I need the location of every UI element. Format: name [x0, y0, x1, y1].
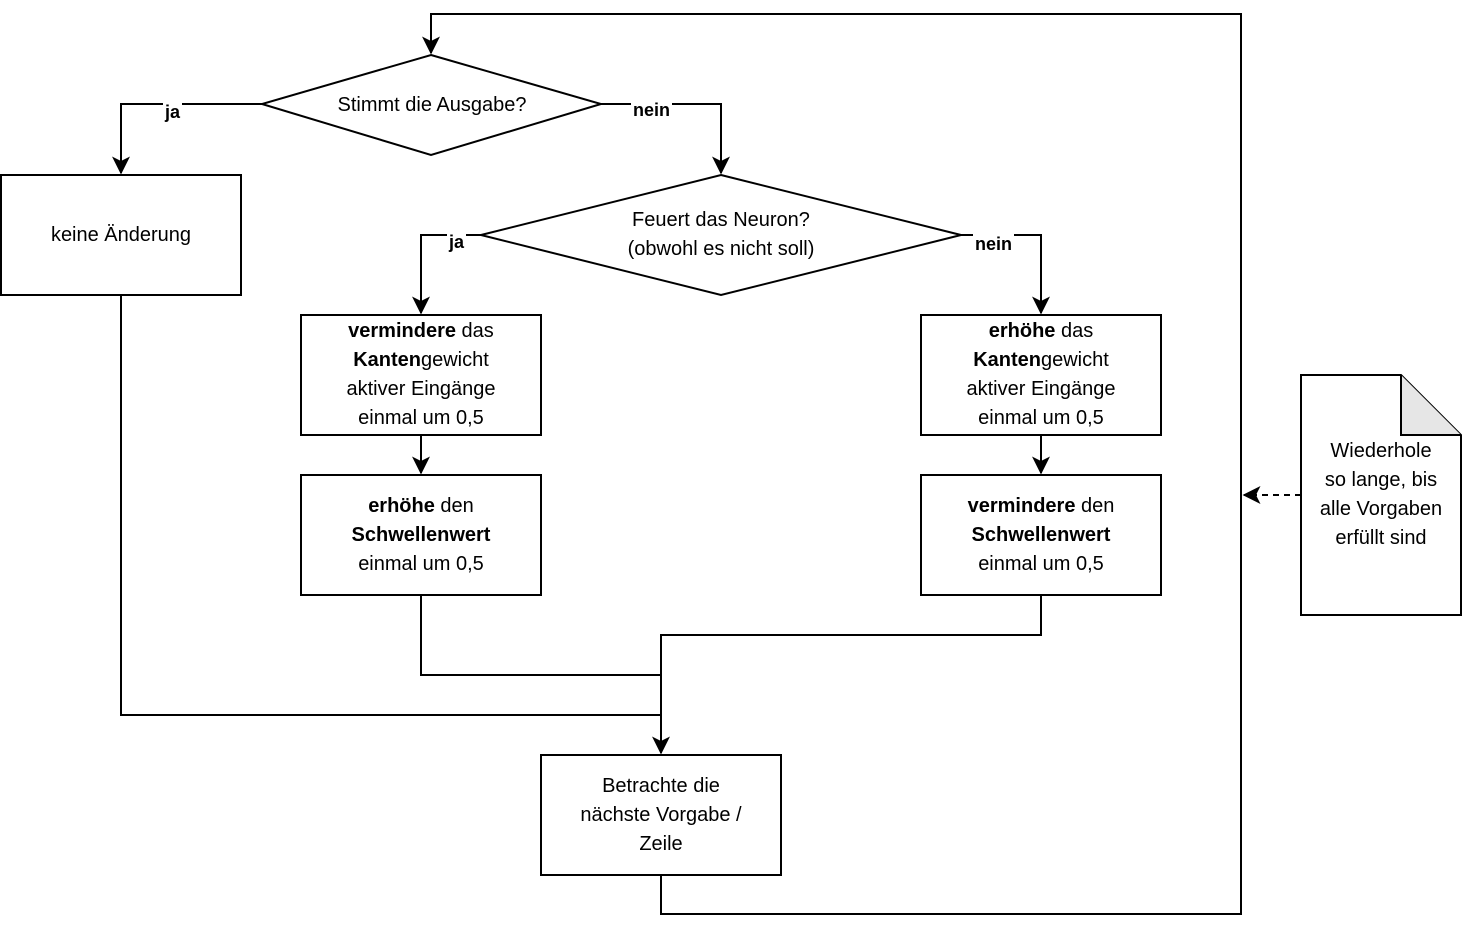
edge-loop-back	[422, 13, 1242, 915]
text-line: so lange, bis	[1324, 469, 1438, 491]
text-line: einmal um 0,5	[358, 552, 484, 575]
decrease-weight-shape	[300, 314, 542, 436]
increase-threshold-shape	[300, 474, 542, 596]
text-line: alle Vorgaben	[1319, 498, 1443, 520]
no-change-label: keine Änderung	[1, 175, 241, 295]
edge-nochange-merge	[120, 295, 661, 716]
edge-label-fire-no: nein	[973, 234, 1015, 254]
edge-output-yes	[112, 103, 262, 175]
node-text: Betrachte die nächste Vorgabe / Zeile	[580, 772, 741, 859]
repeat-note-label: Wiederhole so lange, bis alle Vorgaben erfü…	[1301, 375, 1461, 615]
next-row-label: Betrachte die nächste Vorgabe / Zeile	[541, 755, 781, 875]
edge-label-output-no: nein	[631, 100, 673, 120]
text-line: Feuert das Neuron?	[632, 209, 810, 231]
text-line: einmal um 0,5	[358, 407, 484, 429]
node-text: Feuert das Neuron? (obwohl es nicht soll)	[628, 206, 815, 264]
next-row-shape	[540, 754, 782, 876]
text-line: erfüllt sind	[1335, 527, 1427, 549]
decision-output-shape	[258, 53, 605, 157]
text-line: nächste Vorgabe /	[580, 803, 742, 826]
text-line: vermindere das	[348, 320, 494, 342]
text-line: Kantengewicht	[353, 349, 489, 371]
text-line: Zeile	[639, 832, 683, 855]
increase-weight-shape	[920, 314, 1162, 436]
text-line: erhöhe den	[368, 494, 474, 517]
text-line: keine Änderung	[50, 223, 192, 246]
text-line: vermindere den	[967, 494, 1115, 517]
decision-output-label: Stimmt die Ausgabe?	[262, 55, 602, 155]
text-line: (obwohl es nicht soll)	[627, 238, 815, 260]
node-text: Wiederhole so lange, bis alle Vorgaben erfü…	[1320, 437, 1442, 553]
text-line: Betrachte die	[602, 774, 720, 797]
node-text: keine Änderung	[51, 221, 191, 250]
edge-label-fire-yes: ja	[447, 232, 467, 252]
text-line: einmal um 0,5	[978, 552, 1104, 575]
text-line: Wiederhole	[1330, 440, 1432, 462]
edge-label-output-yes: ja	[163, 102, 183, 122]
text-line: erhöhe das	[988, 320, 1094, 342]
text-line: Schwellenwert	[971, 523, 1111, 546]
text-line: aktiver Eingänge	[966, 378, 1116, 400]
note-fold	[1400, 375, 1461, 436]
decision-fire-shape	[480, 173, 962, 297]
edge-right-merge	[652, 595, 1042, 755]
text-line: Stimmt die Ausgabe?	[337, 93, 527, 116]
no-change-shape	[0, 174, 242, 296]
node-text: Stimmt die Ausgabe?	[338, 91, 527, 120]
text-line: Kantengewicht	[973, 349, 1109, 371]
decrease-threshold-shape	[920, 474, 1162, 596]
decision-fire-label: Feuert das Neuron? (obwohl es nicht soll)	[481, 175, 961, 295]
text-line: einmal um 0,5	[978, 407, 1104, 429]
edge-left-merge	[420, 595, 661, 676]
text-line: aktiver Eingänge	[346, 378, 496, 400]
text-line: Schwellenwert	[351, 523, 491, 546]
